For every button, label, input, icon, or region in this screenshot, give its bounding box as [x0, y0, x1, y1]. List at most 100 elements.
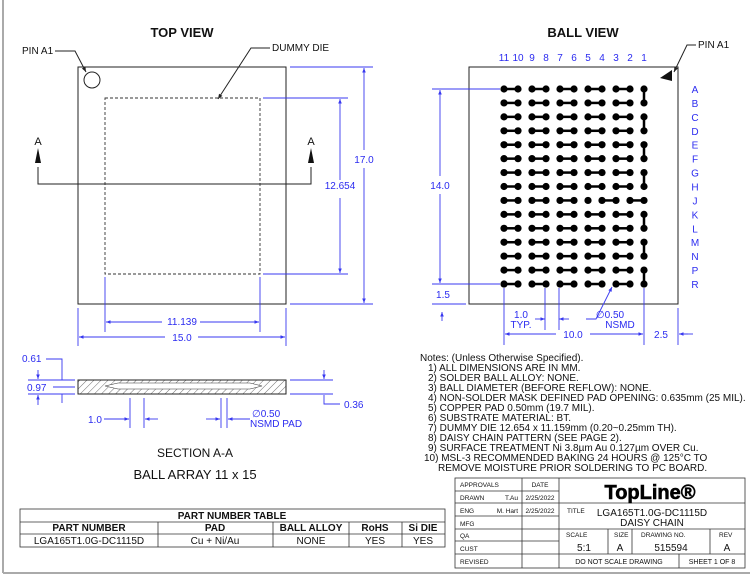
- section-mark-right: A: [307, 136, 315, 148]
- ball-pad: [542, 196, 550, 205]
- ball-pad: [570, 99, 578, 107]
- ball-pad: [514, 280, 522, 288]
- ball-pad: [584, 224, 592, 232]
- ball-pad: [640, 252, 648, 260]
- ball-pad: [626, 280, 634, 288]
- ball-pad: [598, 238, 606, 246]
- ball-pad: [528, 266, 536, 274]
- ball-pad: [542, 224, 550, 232]
- ball-pad: [612, 127, 620, 135]
- dim-ball-span-height: 14.0: [430, 181, 450, 192]
- ball-pad: [612, 141, 620, 149]
- ball-pad: [584, 113, 592, 121]
- ball-pad: [556, 168, 564, 177]
- ball-pad: [612, 224, 620, 232]
- ball-pad: [500, 99, 508, 107]
- ball-pad: [612, 280, 620, 288]
- part-table-header: PAD: [205, 523, 225, 534]
- title-block: APPROVALS DATE DRAWN T.Au 2/25/2022 ENG …: [454, 477, 746, 569]
- dim-ball-diameter-note: NSMD: [605, 320, 634, 331]
- ball-pad: [570, 155, 578, 163]
- part-number-table: PART NUMBER TABLE PART NUMBER PAD BALL A…: [19, 508, 446, 548]
- ball-pad: [640, 155, 648, 163]
- ball-pad: [640, 113, 648, 121]
- dim-package-width: 15.0: [172, 333, 192, 344]
- section-title: SECTION A-A: [157, 446, 233, 460]
- ball-pad: [626, 155, 634, 163]
- column-label: 8: [543, 53, 549, 64]
- tb-scale-label: SCALE: [566, 532, 588, 539]
- dim-section-pitch: 1.0: [88, 415, 102, 426]
- ball-pin-a1-label: PIN A1: [698, 40, 730, 51]
- ball-pad: [598, 85, 606, 93]
- tb-eng-by: M. Hart: [497, 508, 519, 515]
- ball-pad: [570, 224, 578, 232]
- ball-pad: [500, 155, 508, 163]
- row-label: C: [691, 113, 698, 124]
- tb-title-label: TITLE: [567, 508, 585, 515]
- top-view: TOP VIEW PIN A1 DUMMY DIE A A 17.0 12.65…: [22, 25, 374, 346]
- ball-pad: [542, 127, 550, 135]
- row-label: D: [691, 127, 698, 138]
- ball-pad: [542, 155, 550, 163]
- part-table-cell: YES: [365, 536, 385, 547]
- ball-pad: [556, 238, 564, 246]
- part-table-cell: Cu + Ni/Au: [191, 536, 240, 547]
- ball-pad: [598, 210, 606, 218]
- tb-size: A: [617, 543, 624, 554]
- ball-pad: [570, 127, 578, 135]
- column-label: 1: [641, 53, 647, 64]
- ball-pad: [612, 196, 620, 205]
- ball-pad: [500, 196, 508, 205]
- ball-pad: [626, 196, 634, 205]
- ball-pad: [612, 210, 620, 218]
- ball-pad: [514, 196, 522, 205]
- ball-pad: [542, 113, 550, 121]
- ball-pad: [626, 85, 634, 93]
- column-label: 4: [599, 53, 605, 64]
- ball-pad: [598, 127, 606, 135]
- ball-pad: [612, 238, 620, 246]
- ball-pad: [556, 155, 564, 163]
- ball-pad: [598, 280, 606, 288]
- ball-pad: [612, 155, 620, 163]
- ball-pad: [556, 127, 564, 135]
- ball-pad: [640, 85, 648, 93]
- ball-pad: [542, 141, 550, 149]
- note-item: REMOVE MOISTURE PRIOR SOLDERING TO PC BO…: [438, 463, 707, 474]
- ball-pad: [584, 210, 592, 218]
- note-item: 4) NON-SOLDER MASK DEFINED PAD OPENING: …: [428, 393, 746, 404]
- ball-pad: [570, 141, 578, 149]
- part-table-cell: LGA165T1.0G-DC1115D: [34, 536, 144, 547]
- ball-pad: [528, 224, 536, 232]
- ball-pad: [584, 99, 592, 107]
- ball-pad: [626, 141, 634, 149]
- ball-pad: [514, 238, 522, 246]
- ball-pad: [626, 99, 634, 107]
- tb-rev-label: REV: [719, 532, 733, 539]
- ball-pad: [500, 168, 508, 177]
- column-label: 9: [529, 53, 535, 64]
- ball-pad: [500, 280, 508, 288]
- ball-pad: [528, 113, 536, 121]
- dim-ball-pitch: 1.0: [514, 310, 528, 321]
- ball-pad: [514, 224, 522, 232]
- ball-pad: [542, 238, 550, 246]
- ball-pad: [556, 99, 564, 107]
- ball-pad: [626, 266, 634, 274]
- note-item: 6) SUBSTRATE MATERIAL: BT.: [428, 413, 571, 424]
- ball-array-label: BALL ARRAY 11 x 15: [133, 467, 256, 482]
- tb-do-not-scale: DO NOT SCALE DRAWING: [575, 559, 663, 566]
- tb-approvals: APPROVALS: [460, 482, 500, 489]
- ball-pad: [598, 141, 606, 149]
- pin-a1-triangle: [660, 70, 672, 81]
- ball-pad: [570, 252, 578, 260]
- ball-pad: [570, 168, 578, 177]
- dim-die-width: 11.139: [167, 317, 197, 328]
- section-die: [104, 382, 263, 390]
- ball-pad: [612, 252, 620, 260]
- ball-pad: [528, 196, 536, 205]
- ball-pad: [612, 99, 620, 107]
- ball-pad: [640, 196, 648, 205]
